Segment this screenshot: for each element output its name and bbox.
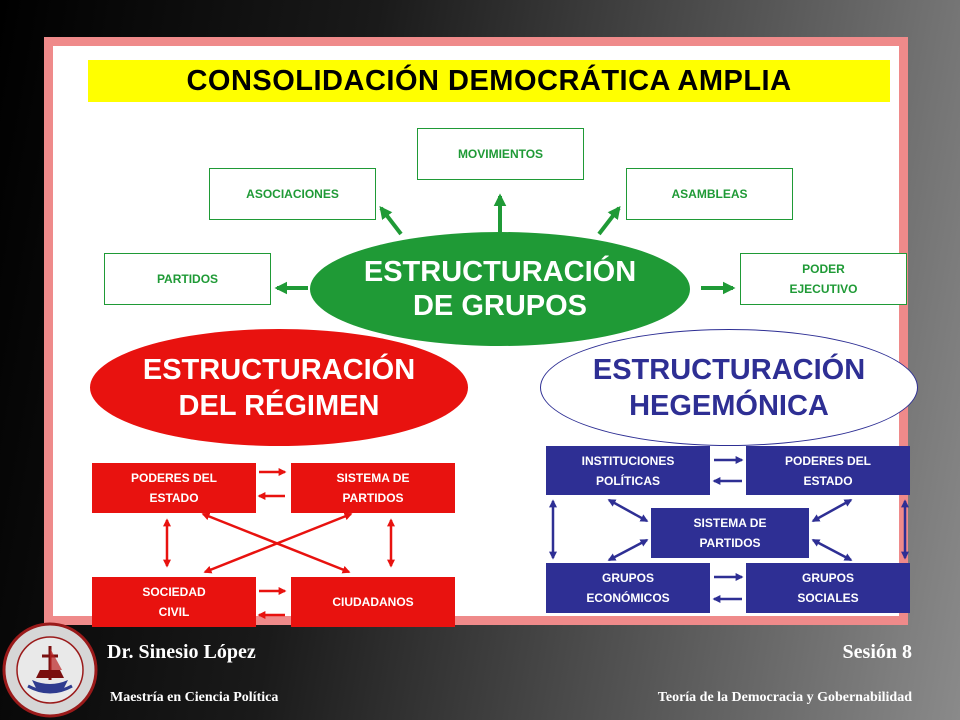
box-line: PARTIDOS [342, 491, 404, 505]
footer-session: Sesión 8 [842, 641, 912, 663]
arrow-sistema-economicos [607, 538, 649, 562]
box-asociaciones: ASOCIACIONES [209, 168, 376, 220]
box-line: CIVIL [158, 605, 190, 619]
box-hegemonica-sistema-partidos: SISTEMA DE PARTIDOS [651, 508, 809, 558]
box-hegemonica-grupos-economicos: GRUPOS ECONÓMICOS [546, 563, 710, 613]
box-line: PODER [802, 262, 845, 276]
box-hegemonica-instituciones: INSTITUCIONES POLÍTICAS [546, 446, 710, 495]
estructuracion-grupos-ellipse: ESTRUCTURACIÓN DE GRUPOS [310, 232, 690, 346]
box-line: GRUPOS [601, 571, 654, 585]
box-partidos: PARTIDOS [104, 253, 271, 305]
box-hegemonica-grupos-sociales: GRUPOS SOCIALES [746, 563, 910, 613]
ellipse-line: DE GRUPOS [412, 290, 588, 322]
box-line: ESTADO [149, 491, 199, 505]
slide-title: CONSOLIDACIÓN DEMOCRÁTICA AMPLIA [88, 60, 890, 102]
footer-course: Teoría de la Democracia y Gobernabilidad [657, 690, 912, 705]
estructuracion-hegemonica-ellipse: ESTRUCTURACIÓN HEGEMÓNICA [540, 329, 918, 446]
box-regimen-ciudadanos: CIUDADANOS [291, 577, 455, 627]
box-line: ESTADO [803, 473, 853, 488]
box-line: SISTEMA DE [336, 471, 410, 485]
box-line: SOCIEDAD [142, 585, 206, 599]
box-regimen-sistema-partidos: SISTEMA DE PARTIDOS [291, 463, 455, 513]
box-line: PARTIDOS [699, 536, 761, 550]
box-line: ECONÓMICOS [586, 591, 670, 605]
connector-arrows [162, 193, 910, 620]
box-line: GRUPOS [801, 571, 854, 585]
box-movimientos: MOVIMIENTOS [417, 128, 584, 180]
box-poder-ejecutivo: PODER EJECUTIVO [740, 253, 907, 305]
arrow-sistema-sociales [811, 538, 853, 562]
footer-program: Maestría en Ciencia Política [110, 690, 279, 705]
box-regimen-sociedad-civil: SOCIEDAD CIVIL [92, 577, 256, 627]
box-hegemonica-poderes-estado: PODERES DEL ESTADO [746, 446, 910, 495]
arrow-sistema-sociedad [203, 512, 353, 574]
university-seal-logo [2, 622, 98, 718]
box-regimen-poderes-estado: PODERES DEL ESTADO [92, 463, 256, 513]
box-line: POLÍTICAS [595, 473, 660, 488]
arrow-instituciones-sistema [607, 498, 649, 523]
ellipse-line: ESTRUCTURACIÓN [592, 353, 866, 386]
ellipse-line: HEGEMÓNICA [629, 389, 829, 422]
arrow-to-asociaciones [379, 205, 403, 236]
box-line: SOCIALES [797, 591, 859, 605]
arrow-to-asambleas [597, 205, 621, 236]
footer-author: Dr. Sinesio López [107, 641, 256, 663]
ellipse-line: ESTRUCTURACIÓN [363, 256, 637, 288]
box-asambleas: ASAMBLEAS [626, 168, 793, 220]
box-line: EJECUTIVO [789, 282, 858, 296]
estructuracion-regimen-ellipse: ESTRUCTURACIÓN DEL RÉGIMEN [90, 329, 468, 446]
ellipse-line: ESTRUCTURACIÓN [142, 353, 416, 386]
box-line: PODERES DEL [784, 453, 871, 468]
slide-panel: CONSOLIDACIÓN DEMOCRÁTICA AMPLIA [44, 37, 918, 627]
box-line: PODERES DEL [130, 471, 217, 485]
arrow-poderes-sistema [811, 498, 853, 523]
box-line: INSTITUCIONES [581, 453, 675, 468]
ellipse-line: DEL RÉGIMEN [178, 389, 380, 422]
box-line: SISTEMA DE [693, 516, 767, 530]
